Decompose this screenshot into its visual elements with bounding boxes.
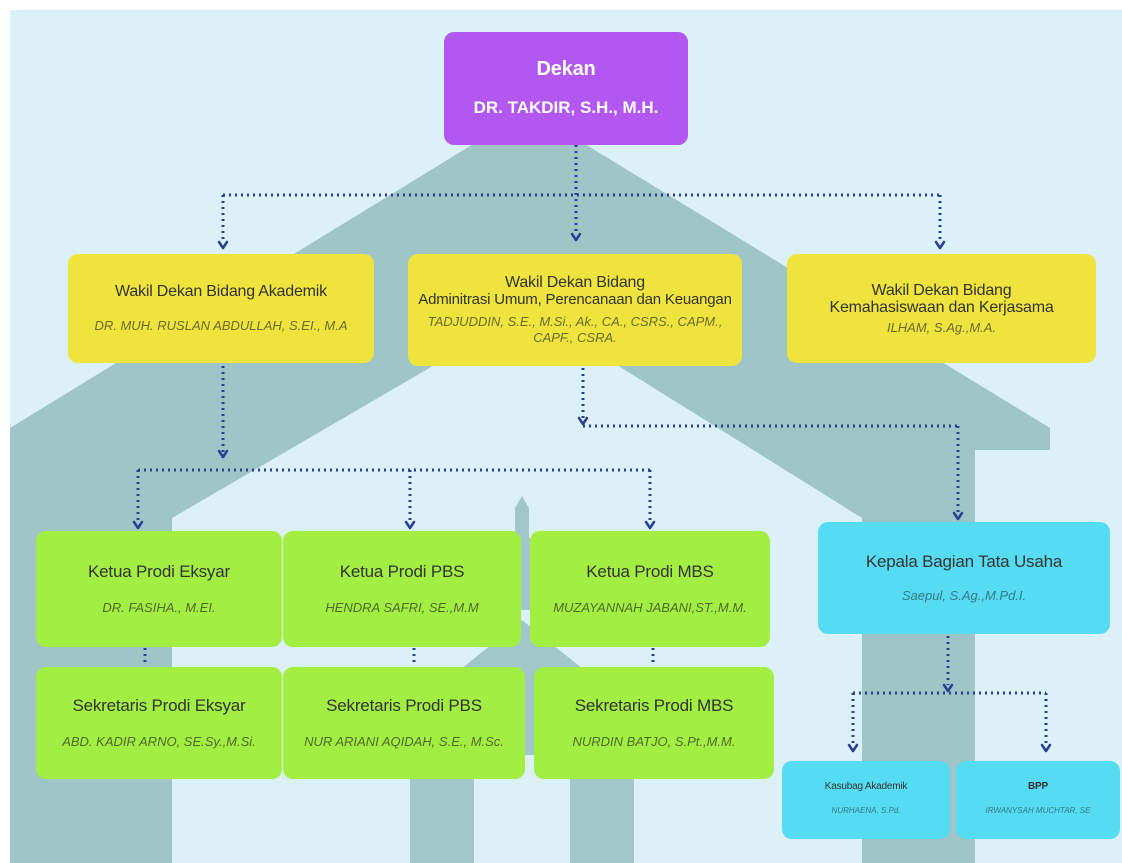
ketua-eksyar-box: Ketua Prodi Eksyar DR. FASIHA., M.EI. <box>36 531 282 647</box>
org-chart-canvas: Dekan DR. TAKDIR, S.H., M.H. Wakil Dekan… <box>10 10 1122 863</box>
sekretaris-eksyar-box: Sekretaris Prodi Eksyar ABD. KADIR ARNO,… <box>36 667 282 779</box>
arrow-down-icon <box>570 232 582 242</box>
sekretaris-eksyar-title: Sekretaris Prodi Eksyar <box>72 695 246 715</box>
wakil-administrasi-box: Wakil Dekan Bidang Adminitrasi Umum, Per… <box>408 254 742 366</box>
arrow-down-icon <box>942 683 954 693</box>
arrow-down-icon <box>132 520 144 530</box>
kasubag-akademik-name: NURHAENA, S.Pd. <box>831 806 901 815</box>
ketua-pbs-name: HENDRA SAFRI, SE.,M.M <box>325 599 479 615</box>
kasubag-akademik-box: Kasubag Akademik NURHAENA, S.Pd. <box>782 761 950 839</box>
ketua-pbs-box: Ketua Prodi PBS HENDRA SAFRI, SE.,M.M <box>283 531 521 647</box>
wakil-akademik-box: Wakil Dekan Bidang Akademik DR. MUH. RUS… <box>68 254 374 363</box>
wakil-administrasi-title-line1: Wakil Dekan Bidang <box>505 274 645 291</box>
dekan-name: DR. TAKDIR, S.H., M.H. <box>473 98 659 117</box>
wakil-akademik-title: Wakil Dekan Bidang Akademik <box>115 283 327 300</box>
wakil-kemahasiswaan-box: Wakil Dekan Bidang Kemahasiswaan dan Ker… <box>787 254 1096 363</box>
wakil-akademik-name: DR. MUH. RUSLAN ABDULLAH, S.EI., M.A <box>94 318 348 333</box>
bpp-title: BPP <box>1028 781 1048 792</box>
wakil-kemahasiswaan-title-line2: Kemahasiswaan dan Kerjasama <box>829 298 1054 316</box>
ketua-pbs-title: Ketua Prodi PBS <box>339 561 465 581</box>
arrow-down-icon <box>404 520 416 530</box>
connector-lines <box>132 145 1052 753</box>
sekretaris-pbs-name: NUR ARIANI AQIDAH, S.E., M.Sc. <box>304 733 504 749</box>
arrow-down-icon <box>577 416 589 426</box>
wakil-administrasi-name-line1: TADJUDDIN, S.E., M.Si., Ak., CA., CSRS.,… <box>427 314 723 329</box>
sekretaris-mbs-name: NURDIN BATJO, S.Pt.,M.M. <box>572 733 736 749</box>
sekretaris-mbs-box: Sekretaris Prodi MBS NURDIN BATJO, S.Pt.… <box>534 667 774 779</box>
bpp-name: IRWANYSAH MUCHTAR, SE <box>985 806 1091 815</box>
arrow-down-icon <box>217 240 229 250</box>
arrow-down-icon <box>952 511 964 521</box>
wakil-kemahasiswaan-title-line1: Wakil Dekan Bidang <box>871 281 1012 299</box>
ketua-mbs-name: MUZAYANNAH JABANI,ST.,M.M. <box>553 599 747 615</box>
ketua-mbs-box: Ketua Prodi MBS MUZAYANNAH JABANI,ST.,M.… <box>530 531 770 647</box>
kepala-tu-box: Kepala Bagian Tata Usaha Saepul, S.Ag.,M… <box>818 522 1110 634</box>
ketua-mbs-title: Ketua Prodi MBS <box>586 561 714 581</box>
wakil-administrasi-name: TADJUDDIN, S.E., M.Si., Ak., CA., CSRS.,… <box>428 314 723 346</box>
sekretaris-eksyar-name: ABD. KADIR ARNO, SE.Sy.,M.Si. <box>62 733 256 749</box>
sekretaris-mbs-title: Sekretaris Prodi MBS <box>574 695 734 715</box>
dekan-title: Dekan <box>536 58 596 80</box>
kasubag-akademik-title: Kasubag Akademik <box>824 781 908 792</box>
arrow-down-icon <box>847 743 859 753</box>
wakil-administrasi-name-line2: CAPF., CSRA. <box>533 330 617 345</box>
bpp-box: BPP IRWANYSAH MUCHTAR, SE <box>956 761 1120 839</box>
arrow-down-icon <box>217 449 229 459</box>
wakil-kemahasiswaan-title: Wakil Dekan Bidang Kemahasiswaan dan Ker… <box>829 282 1053 316</box>
ketua-eksyar-title: Ketua Prodi Eksyar <box>88 561 230 581</box>
wakil-kemahasiswaan-name: ILHAM, S.Ag.,M.A. <box>886 319 997 335</box>
dekan-box: Dekan DR. TAKDIR, S.H., M.H. <box>444 32 688 145</box>
ketua-eksyar-name: DR. FASIHA., M.EI. <box>102 599 216 615</box>
kepala-tu-name: Saepul, S.Ag.,M.Pd.I. <box>901 587 1027 603</box>
arrow-down-icon <box>644 520 656 530</box>
wakil-administrasi-title-line2: Adminitrasi Umum, Perencanaan dan Keuang… <box>418 291 732 308</box>
sekretaris-pbs-box: Sekretaris Prodi PBS NUR ARIANI AQIDAH, … <box>283 667 525 779</box>
kepala-tu-title: Kepala Bagian Tata Usaha <box>865 551 1063 571</box>
arrow-down-icon <box>934 240 946 250</box>
sekretaris-pbs-title: Sekretaris Prodi PBS <box>326 695 482 715</box>
arrow-down-icon <box>1040 743 1052 753</box>
wakil-administrasi-title: Wakil Dekan Bidang Adminitrasi Umum, Per… <box>418 274 732 308</box>
